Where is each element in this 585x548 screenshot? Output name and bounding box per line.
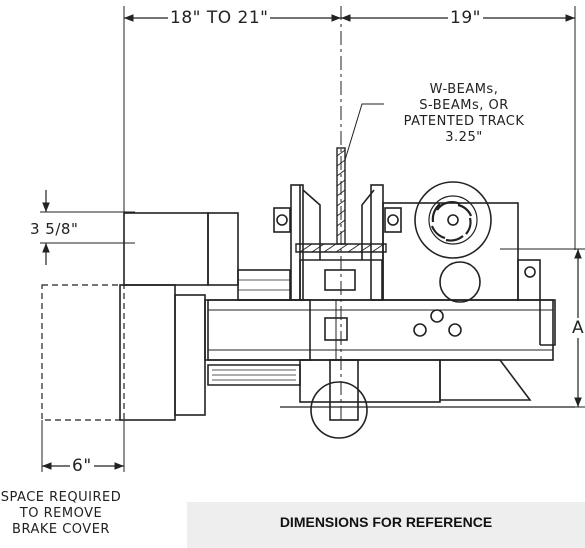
side-frame bbox=[207, 299, 554, 361]
beam-types-note: W-BEAMs, S-BEAMs, OR PATENTED TRACK 3.25… bbox=[384, 82, 544, 146]
lower-wheel bbox=[310, 381, 368, 439]
dim-label-a: A bbox=[570, 318, 585, 338]
brake-space-note: SPACE REQUIRED TO REMOVE BRAKE COVER bbox=[0, 490, 122, 538]
dim-label-flange: 3 5/8" bbox=[28, 220, 81, 238]
brake-space-line-1: SPACE REQUIRED bbox=[0, 490, 122, 505]
reference-panel: DIMENSIONS FOR REFERENCE bbox=[187, 502, 585, 548]
beam-types-line-4: 3.25" bbox=[445, 130, 483, 145]
dim-label-6: 6" bbox=[70, 456, 94, 476]
beam-note-leader bbox=[344, 103, 384, 161]
beam-types-line-2: S-BEAMs, OR bbox=[419, 98, 509, 113]
motor-body bbox=[119, 284, 176, 421]
brake-space-line-2: TO REMOVE bbox=[19, 506, 103, 521]
brake-space-line-3: BRAKE COVER bbox=[12, 522, 110, 537]
brake-housing bbox=[123, 212, 209, 286]
left-wheel-plate bbox=[290, 184, 304, 301]
dim-label-19: 19" bbox=[448, 8, 483, 28]
beam-types-line-1: W-BEAMs, bbox=[429, 82, 499, 97]
brake-cover-space bbox=[41, 284, 125, 421]
beam-types-line-3: PATENTED TRACK bbox=[403, 114, 525, 129]
gearbox-housing bbox=[382, 202, 519, 301]
motor-fan bbox=[414, 181, 492, 259]
beam-flange bbox=[295, 243, 387, 253]
dim-label-18-to-21: 18" TO 21" bbox=[168, 8, 271, 28]
reference-title: DIMENSIONS FOR REFERENCE bbox=[279, 514, 493, 530]
